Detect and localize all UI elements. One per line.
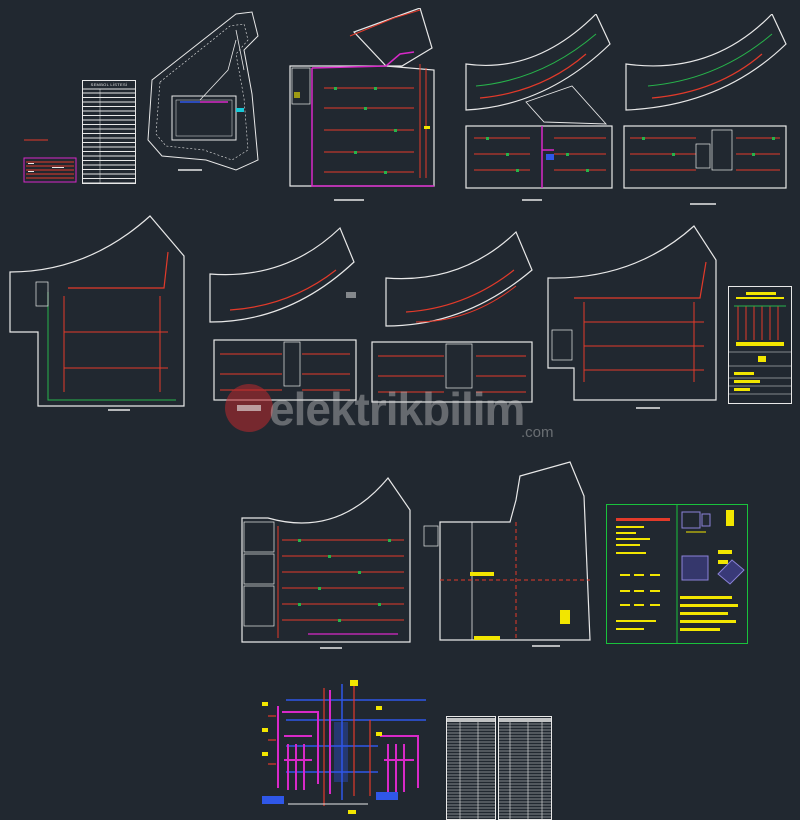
watermark-brand: elektrikbilim xyxy=(269,383,525,435)
symbol-list-table[interactable] xyxy=(82,80,136,184)
floor-plan-fourth[interactable] xyxy=(190,222,360,412)
symbol-list-title: SEMBOL LİSTESİ xyxy=(90,82,128,87)
floor-plan-fifth[interactable] xyxy=(366,226,538,412)
site-plan-sheet[interactable] xyxy=(140,10,262,186)
floor-plan-third[interactable] xyxy=(8,212,188,412)
cable-schedule-table-b[interactable] xyxy=(498,716,552,820)
watermark-e-icon xyxy=(225,384,273,432)
watermark-domain: .com xyxy=(521,424,554,441)
panel-schedule-sheet[interactable] xyxy=(728,286,792,404)
floor-plan-sixth[interactable] xyxy=(544,222,720,412)
mini-legend-sheet[interactable] xyxy=(22,138,78,190)
notes-detail-sheet[interactable] xyxy=(606,504,748,644)
symbol-list-rows xyxy=(83,92,135,184)
floor-plan-basement[interactable] xyxy=(264,8,440,204)
cable-schedule-table-a[interactable] xyxy=(446,716,496,820)
watermark-logo: elektrikbilim .com xyxy=(225,380,585,450)
floor-plan-second[interactable] xyxy=(622,14,792,208)
floor-plan-first[interactable] xyxy=(446,14,616,204)
floor-plan-roof-lighting[interactable] xyxy=(238,470,414,656)
floor-plan-roof-power[interactable] xyxy=(420,460,604,656)
riser-diagram[interactable] xyxy=(258,676,434,816)
